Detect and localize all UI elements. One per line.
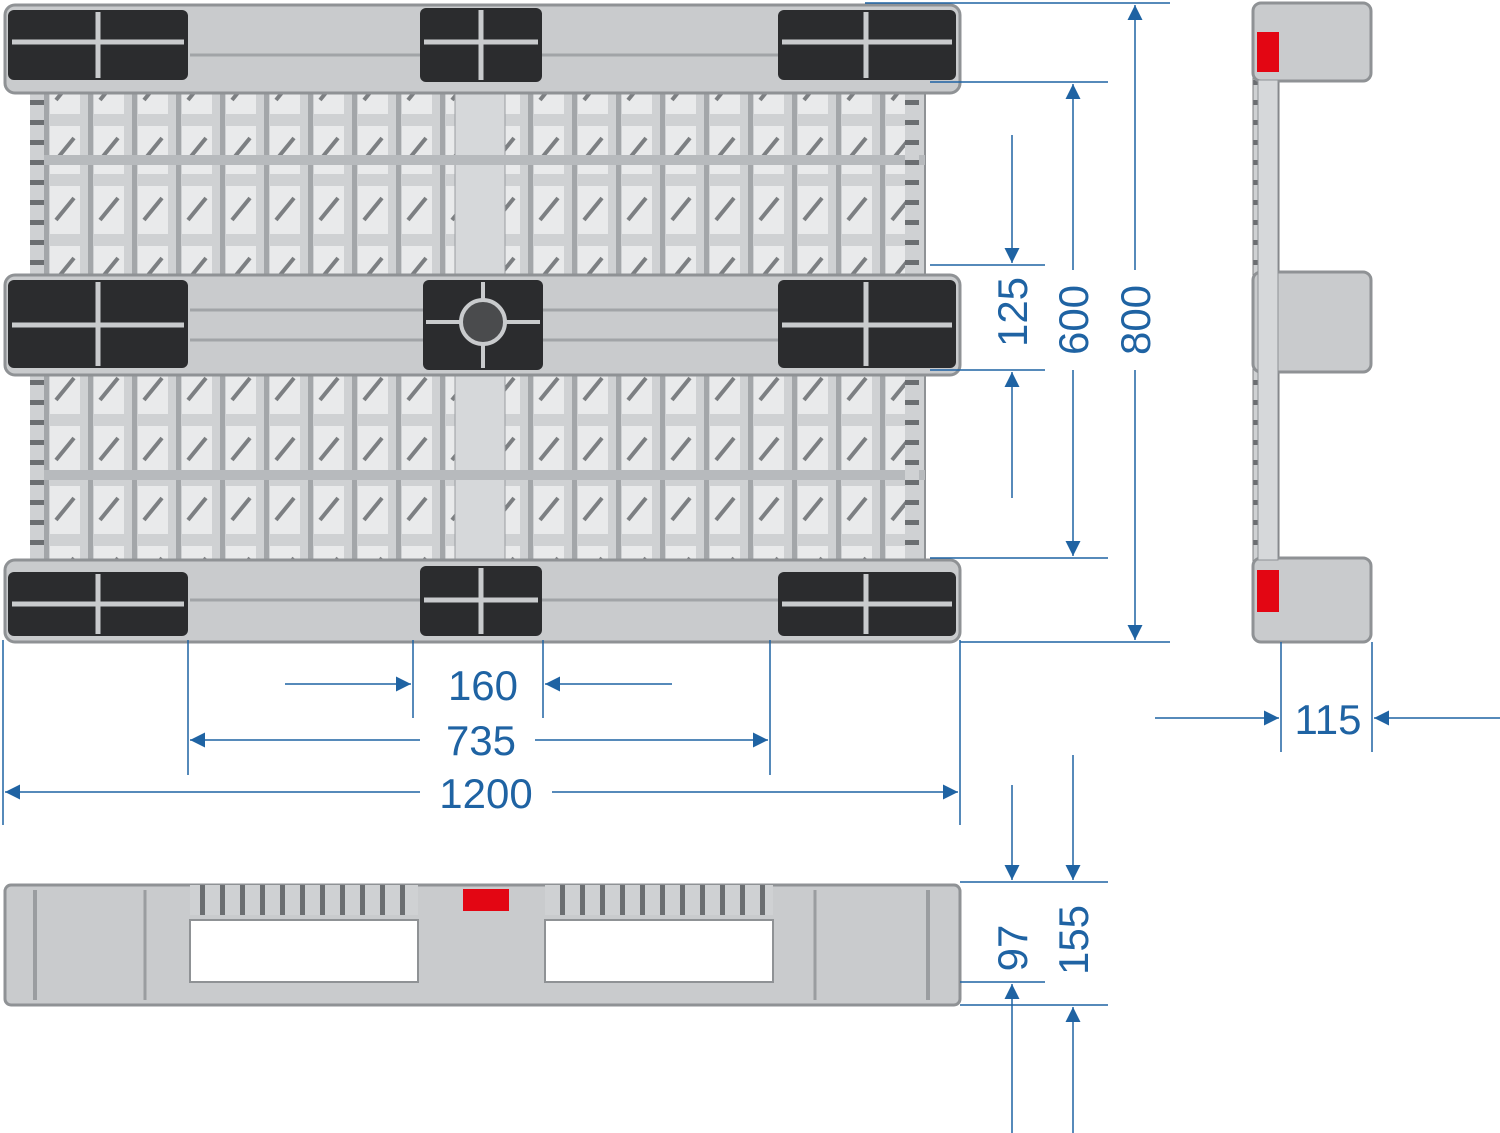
center-block-top	[420, 8, 542, 82]
red-marker-top	[1257, 32, 1279, 72]
side-view-of-plastic-pallet	[1251, 1, 1373, 644]
center-block-middle	[423, 280, 543, 370]
front-opening-right	[544, 919, 774, 983]
red-marker-bottom	[1257, 570, 1279, 612]
side-block-middle	[1251, 270, 1373, 374]
red-marker-front	[463, 889, 509, 911]
corner-block-top-left	[8, 10, 188, 80]
top-view-of-plastic-pallet	[3, 3, 962, 644]
dim-overall-length: 1200	[439, 770, 532, 817]
dim-block-width: 160	[448, 662, 518, 709]
dim-inner-depth: 600	[1050, 285, 1097, 355]
corner-block-bottom-right	[778, 572, 956, 636]
dim-inner-span: 735	[446, 717, 516, 764]
front-opening-left	[189, 919, 419, 983]
dim-deck-height: 97	[989, 925, 1036, 972]
dim-overall-height: 155	[1050, 905, 1097, 975]
side-block-middle-right	[778, 280, 956, 368]
dim-overall-width: 800	[1112, 285, 1159, 355]
side-block-middle-left	[8, 280, 188, 368]
dim-side-block-width: 115	[1295, 696, 1362, 743]
corner-block-top-right	[778, 10, 956, 80]
side-block-top	[1251, 1, 1373, 83]
front-view-of-plastic-pallet	[3, 883, 962, 1007]
dimension-labels: 160 735 1200 125 600 800 115 97 155	[439, 277, 1361, 975]
side-block-bottom	[1251, 556, 1373, 644]
corner-block-bottom-left	[8, 572, 188, 636]
dim-stringer-width: 125	[989, 277, 1036, 347]
dimension-arrows	[4, 5, 1500, 1133]
center-block-bottom	[420, 566, 542, 636]
dimension-lines	[2, 2, 1373, 1006]
